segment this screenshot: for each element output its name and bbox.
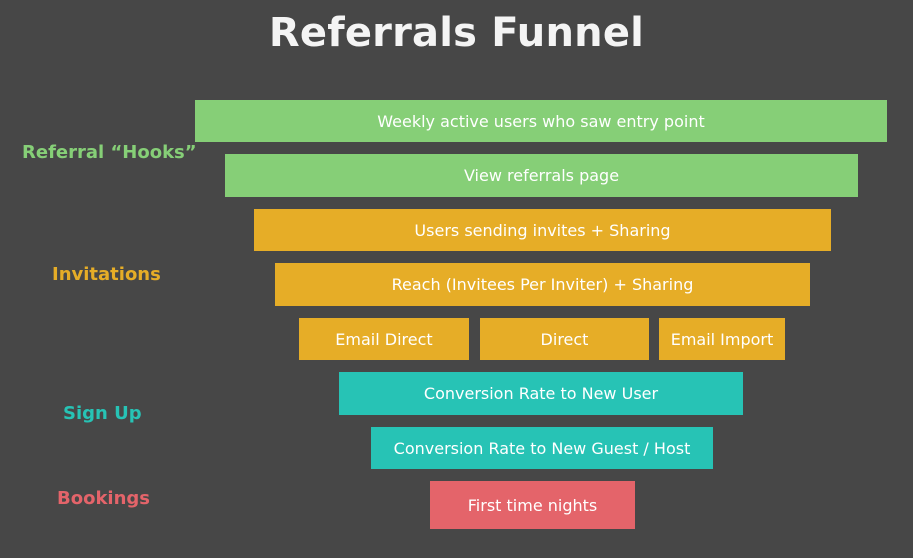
funnel-bar-conversion-guest-host: Conversion Rate to New Guest / Host: [371, 427, 713, 469]
stage-label-bookings: Bookings: [57, 488, 151, 509]
page-title: Referrals Funnel: [268, 10, 645, 56]
funnel-bar-email-direct: Email Direct: [299, 318, 469, 360]
funnel-bar-email-import: Email Import: [659, 318, 785, 360]
funnel-bar-reach: Reach (Invitees Per Inviter) + Sharing: [275, 263, 810, 306]
funnel-bar-users-sending-invites: Users sending invites + Sharing: [254, 209, 831, 251]
funnel-bar-direct: Direct: [480, 318, 649, 360]
funnel-bar-view-referrals-page: View referrals page: [225, 154, 858, 197]
stage-label-hooks: Referral “Hooks”: [22, 142, 197, 163]
funnel-bar-conversion-new-user: Conversion Rate to New User: [339, 372, 743, 415]
funnel-bar-first-time-nights: First time nights: [430, 481, 635, 529]
stage-label-invitations: Invitations: [52, 264, 161, 285]
stage-label-sign-up: Sign Up: [63, 403, 142, 424]
funnel-bar-weekly-active-users: Weekly active users who saw entry point: [195, 100, 887, 142]
